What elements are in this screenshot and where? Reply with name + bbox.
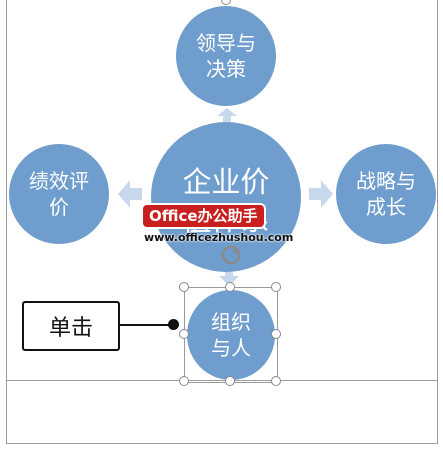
node-leadership-decision-label: 领导与 决策 xyxy=(196,31,256,81)
callout-pointer-dot xyxy=(168,319,179,330)
resize-handle-top-center[interactable] xyxy=(225,282,235,292)
node-enterprise-value-system-label: 企业价 值体系 xyxy=(182,165,270,237)
arrow-left-icon xyxy=(118,180,142,208)
node-organization-people[interactable]: 组织 与人 xyxy=(187,290,275,380)
frame-bottom-edge xyxy=(6,443,438,444)
watermark-url: www.officezhushou.com xyxy=(144,231,294,244)
top-edge-handle[interactable] xyxy=(221,0,231,5)
rotate-icon[interactable] xyxy=(221,245,241,265)
watermark-badge: Office办公助手 xyxy=(143,205,264,227)
node-performance-evaluation[interactable]: 绩效评 价 xyxy=(9,144,109,244)
node-strategy-growth-label: 战略与 成长 xyxy=(356,169,416,219)
click-callout-text: 单击 xyxy=(48,316,93,341)
resize-handle-bottom-left[interactable] xyxy=(179,376,189,386)
arrow-up-icon xyxy=(217,108,237,122)
slide-bottom-border xyxy=(6,380,438,381)
node-performance-evaluation-label: 绩效评 价 xyxy=(29,169,89,219)
arrow-down-icon xyxy=(219,268,239,286)
node-leadership-decision[interactable]: 领导与 决策 xyxy=(176,6,276,106)
resize-handle-bottom-center[interactable] xyxy=(225,376,235,386)
resize-handle-bottom-right[interactable] xyxy=(271,376,281,386)
arrow-right-icon xyxy=(309,180,333,208)
frame-right-edge xyxy=(437,0,438,444)
node-strategy-growth[interactable]: 战略与 成长 xyxy=(336,144,436,244)
node-enterprise-value-system[interactable]: 企业价 值体系 xyxy=(151,122,301,272)
resize-handle-middle-right[interactable] xyxy=(271,329,281,339)
callout-leader-line xyxy=(118,324,172,326)
resize-handle-middle-left[interactable] xyxy=(179,329,189,339)
click-callout: 单击 xyxy=(22,301,120,351)
resize-handle-top-left[interactable] xyxy=(179,282,189,292)
resize-handle-top-right[interactable] xyxy=(271,282,281,292)
frame-left-edge xyxy=(6,0,7,444)
node-organization-people-label: 组织 与人 xyxy=(211,310,251,360)
